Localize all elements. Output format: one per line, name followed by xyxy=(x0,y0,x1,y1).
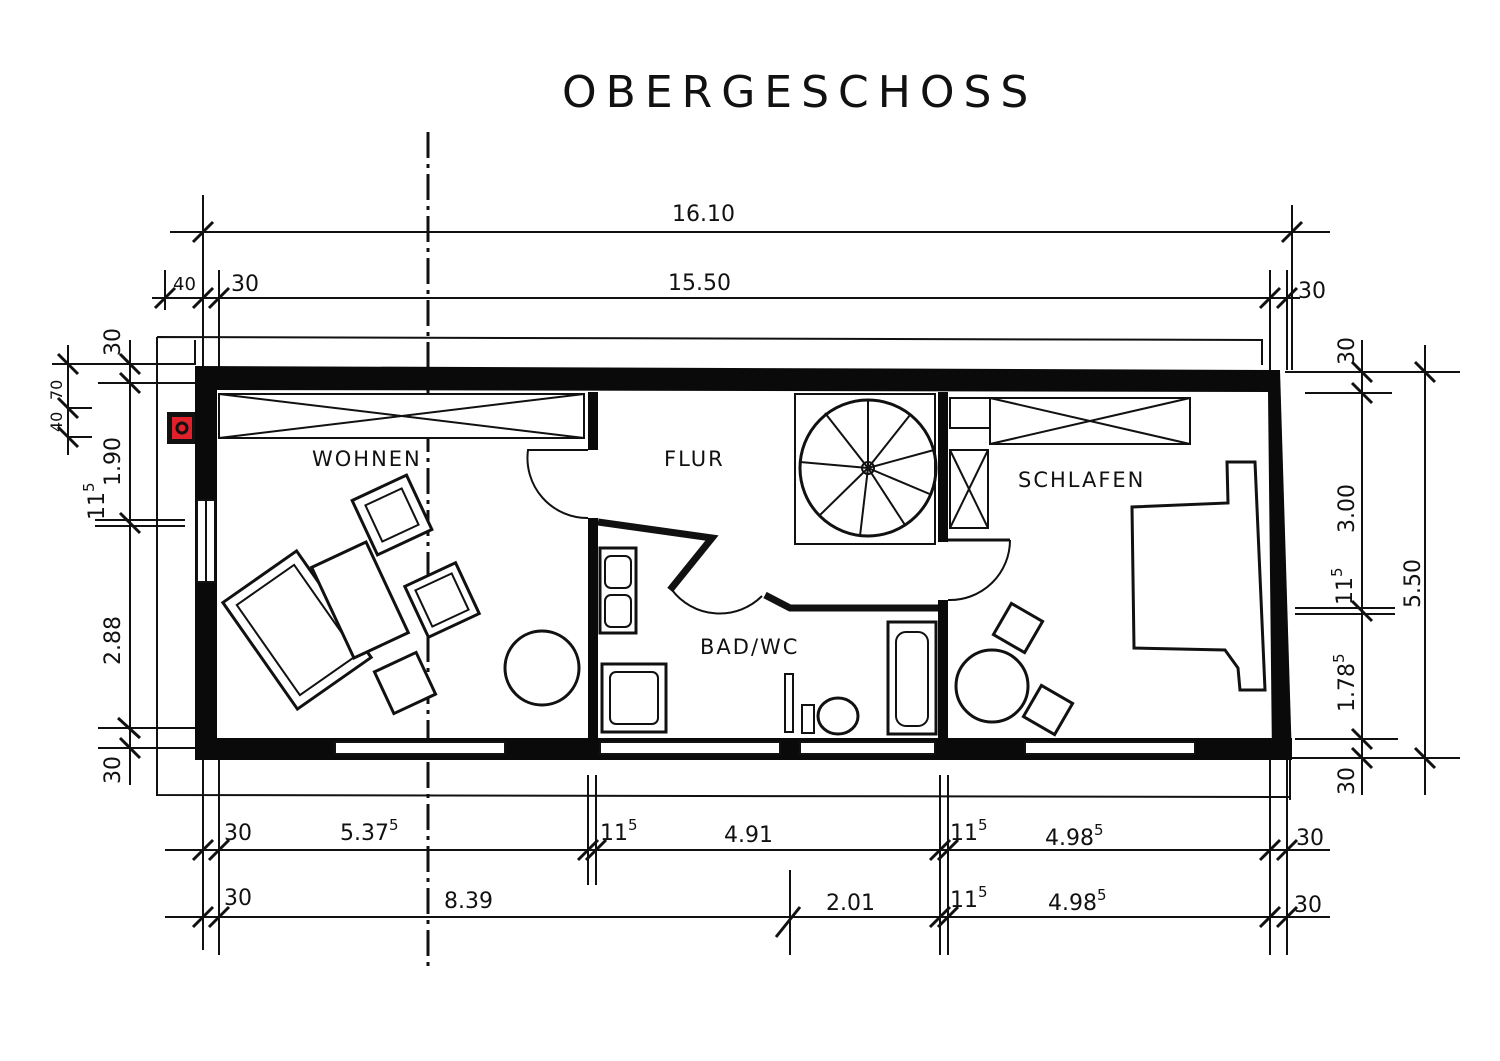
room-label-bad: BAD/WC xyxy=(700,635,799,659)
dim-inner-width: 15.50 xyxy=(668,271,731,296)
doors xyxy=(526,449,1011,615)
interior-walls xyxy=(588,392,1010,740)
dim-left-bottom-wall: 30 xyxy=(101,756,126,784)
dim-b1-wall-left: 30 xyxy=(224,821,252,846)
dim-b2-839: 8.39 xyxy=(444,889,493,914)
dim-b2-wall-right: 30 xyxy=(1294,893,1322,918)
chimney xyxy=(167,412,195,444)
dim-b1-bad: 4.91 xyxy=(724,823,773,848)
dim-chimney: 40 xyxy=(173,274,196,295)
dim-left-288: 2.88 xyxy=(101,616,126,665)
dim-right-115: 115 xyxy=(1328,567,1358,605)
dim-right-overall: 5.50 xyxy=(1401,559,1426,608)
bedroom-furniture xyxy=(954,460,1267,737)
wardrobes xyxy=(218,393,1191,529)
plan-title: OBERGESCHOSS xyxy=(562,67,1037,118)
dim-right-top-wall: 30 xyxy=(1335,337,1360,365)
dim-right-bottom-wall: 30 xyxy=(1335,767,1360,795)
dim-b1-schlafen: 4.985 xyxy=(1045,821,1104,851)
room-label-wohnen: WOHNEN xyxy=(312,447,422,471)
dim-b1-wall-right: 30 xyxy=(1296,826,1324,851)
bottom-dimensions-row-1: 30 5.375 115 4.91 115 4.985 30 xyxy=(165,760,1330,955)
dim-right-300: 3.00 xyxy=(1335,484,1360,533)
living-furniture xyxy=(220,473,581,716)
dim-left-top-wall: 30 xyxy=(101,328,126,356)
room-label-flur: FLUR xyxy=(664,447,725,471)
dim-b2-201: 2.01 xyxy=(826,891,875,916)
dim-left-190: 1.90 xyxy=(101,437,126,486)
dim-b2-schlafen: 4.985 xyxy=(1048,886,1107,916)
dim-right-wall: 30 xyxy=(1298,279,1326,304)
dim-b1-wall-b: 115 xyxy=(950,816,988,846)
bottom-dimensions-row-2: 30 8.39 2.01 115 4.985 30 xyxy=(165,870,1330,955)
bathroom-fixtures xyxy=(598,546,938,736)
right-dimensions: 30 3.00 115 1.785 5.50 30 xyxy=(1285,337,1460,795)
chimney-fill xyxy=(172,417,192,439)
dim-right-178: 1.785 xyxy=(1330,653,1360,712)
dim-b1-wohnen: 5.375 xyxy=(340,816,399,846)
dim-left-wall: 30 xyxy=(231,272,259,297)
dim-left-115: 115 xyxy=(80,482,110,520)
dim-b2-wall-left: 30 xyxy=(224,886,252,911)
exterior-walls xyxy=(195,366,1292,760)
dim-overall-width: 16.10 xyxy=(672,202,735,227)
left-dimensions: 30 70 40 1.90 115 2.88 30 xyxy=(47,328,195,785)
top-dimensions: 16.10 40 30 15.50 30 xyxy=(152,195,1330,370)
room-label-schlafen: SCHLAFEN xyxy=(1018,468,1145,492)
dim-left-40: 40 xyxy=(47,412,66,432)
spiral-staircase xyxy=(794,393,938,545)
dim-b2-wall-b: 115 xyxy=(950,883,988,913)
dim-b1-wall-a: 115 xyxy=(600,816,638,846)
dim-left-70: 70 xyxy=(47,380,66,400)
eaves-outline xyxy=(156,336,1291,800)
